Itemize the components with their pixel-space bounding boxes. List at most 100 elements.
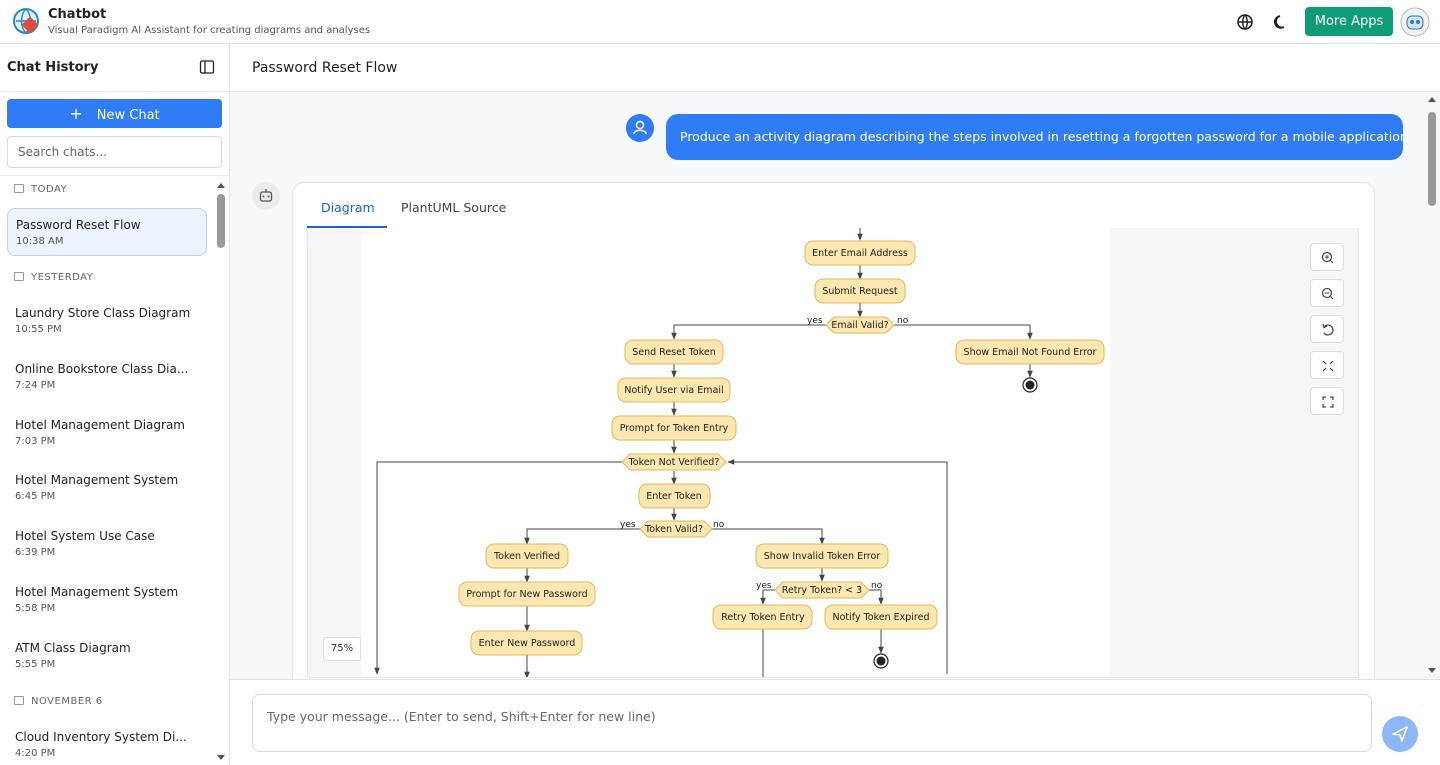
node-email-error [955,339,1105,365]
end-node-dot [1025,380,1035,390]
scroll-up-icon[interactable] [216,180,226,190]
label-prompt-token: Prompt for Token Entry [620,423,729,434]
node-retry-check [774,581,870,599]
node-send-token [624,339,724,365]
fit-view-button[interactable] [1310,351,1344,379]
top-bar: Chatbot Visual Paradigm AI Assistant for… [0,0,1440,44]
label-no: no [897,316,909,326]
node-token-valid [639,520,713,538]
calendar-icon [14,696,24,705]
chat-item-active[interactable]: Password Reset Flow 10:38 AM [7,208,207,256]
group-label-yesterday: YESTERDAY [14,272,93,283]
node-labels: Enter Email Address Submit Request Email… [466,248,1096,649]
tab-plantuml-source[interactable]: PlantUML Source [401,200,507,215]
label-prompt-password: Prompt for New Password [466,589,587,600]
zoom-in-button[interactable] [1310,243,1344,271]
chat-item[interactable]: Hotel Management System 6:45 PM [7,464,207,512]
node-email-valid [825,316,895,334]
sidebar-divider [0,175,229,176]
chat-item-title: Laundry Store Class Diagram [15,306,191,320]
sidebar-toggle-icon[interactable] [199,59,215,75]
node-submit [814,278,906,304]
chat-item[interactable]: Cloud Inventory System Di... 4:20 PM [7,721,207,765]
chat-item-time: 5:58 PM [15,603,56,614]
globe-icon[interactable] [1235,12,1255,32]
diagram-viewer[interactable]: Enter Email Address Submit Request Email… [307,228,1359,678]
user-message: Produce an activity diagram describing t… [666,114,1412,160]
calendar-icon [14,272,24,281]
chat-item[interactable]: ATM Class Diagram 5:55 PM [7,632,207,680]
node-retry-entry [712,604,813,630]
active-tab-indicator [307,226,387,228]
chat-item-title: Cloud Inventory System Di... [15,730,187,744]
node-invalid-token [755,543,889,569]
sidebar-scroll-thumb[interactable] [217,194,225,248]
label-enter-token: Enter Token [646,491,702,502]
chat-area: Produce an activity diagram describing t… [230,92,1440,679]
group-label-november-6: NOVEMBER 6 [14,696,103,707]
assistant-response-card: Diagram PlantUML Source [292,182,1375,679]
label-no: no [871,581,883,591]
label-yes: yes [620,520,636,530]
scroll-up-icon[interactable] [1427,94,1437,104]
fullscreen-button[interactable] [1310,387,1344,415]
branch-labels: yes no yes no yes no [620,316,909,591]
node-notify-expired [824,604,938,630]
message-input[interactable] [252,694,1372,752]
send-icon [1392,726,1408,742]
end-node-dot [876,656,886,666]
chat-item-time: 10:38 AM [16,236,64,247]
more-apps-button[interactable]: More Apps [1305,7,1393,36]
user-avatar [626,114,654,142]
chat-item-title: ATM Class Diagram [15,641,131,655]
chat-item-title: Hotel Management System [15,473,179,487]
label-notify-user: Notify User via Email [624,385,723,396]
message-composer [230,679,1440,765]
node-notify-user [617,377,731,403]
chat-item[interactable]: Online Bookstore Class Dia... 7:24 PM [7,353,207,401]
node-prompt-password [458,581,596,607]
reset-zoom-button[interactable] [1310,315,1344,343]
sidebar-header: Chat History [0,44,229,92]
chat-item-title: Hotel Management Diagram [15,418,185,432]
main-scroll-thumb[interactable] [1428,112,1436,206]
main-header: Password Reset Flow [230,44,1440,92]
plus-icon: + [69,104,83,123]
chat-item[interactable]: Hotel System Use Case 6:39 PM [7,520,207,568]
chat-item-title: Password Reset Flow [16,218,141,232]
main-scrollbar[interactable] [1426,92,1438,679]
group-label-today: TODAY [14,184,67,195]
zoom-out-button[interactable] [1310,279,1344,307]
moon-icon[interactable] [1271,12,1291,32]
scroll-down-icon[interactable] [1427,666,1437,676]
label-email-error: Show Email Not Found Error [964,347,1097,358]
robot-icon [259,189,273,202]
sidebar-title: Chat History [7,60,99,75]
chat-item-time: 6:45 PM [15,491,56,502]
label-enter-email: Enter Email Address [812,248,908,259]
label-invalid-token: Show Invalid Token Error [764,551,881,562]
chat-item[interactable]: Laundry Store Class Diagram 10:55 PM [7,297,207,345]
diagram-nodes [458,240,1105,656]
node-enter-password [470,630,583,656]
label-token-not-verified: Token Not Verified? [628,457,720,468]
tab-diagram[interactable]: Diagram [321,200,375,215]
page-title: Password Reset Flow [252,60,398,76]
label-email-valid: Email Valid? [831,320,888,331]
node-token-not-verified [621,453,727,471]
chat-history-sidebar: Chat History +New Chat TODAY Password Re… [0,44,230,765]
new-chat-button[interactable]: +New Chat [7,99,222,128]
search-chats-input[interactable] [7,136,222,168]
chat-item-time: 5:55 PM [15,659,56,670]
label-token-valid: Token Valid? [644,524,703,535]
label-yes: yes [756,581,772,591]
sidebar-scrollbar[interactable] [216,180,226,765]
chat-item[interactable]: Hotel Management System 5:58 PM [7,576,207,624]
scroll-down-icon[interactable] [216,753,226,763]
chat-item-time: 6:39 PM [15,547,56,558]
calendar-icon [14,184,24,193]
chat-item-title: Online Bookstore Class Dia... [15,362,189,376]
send-button[interactable] [1382,716,1418,752]
bot-avatar-icon[interactable] [1400,7,1430,37]
chat-item[interactable]: Hotel Management Diagram 7:03 PM [7,409,207,457]
